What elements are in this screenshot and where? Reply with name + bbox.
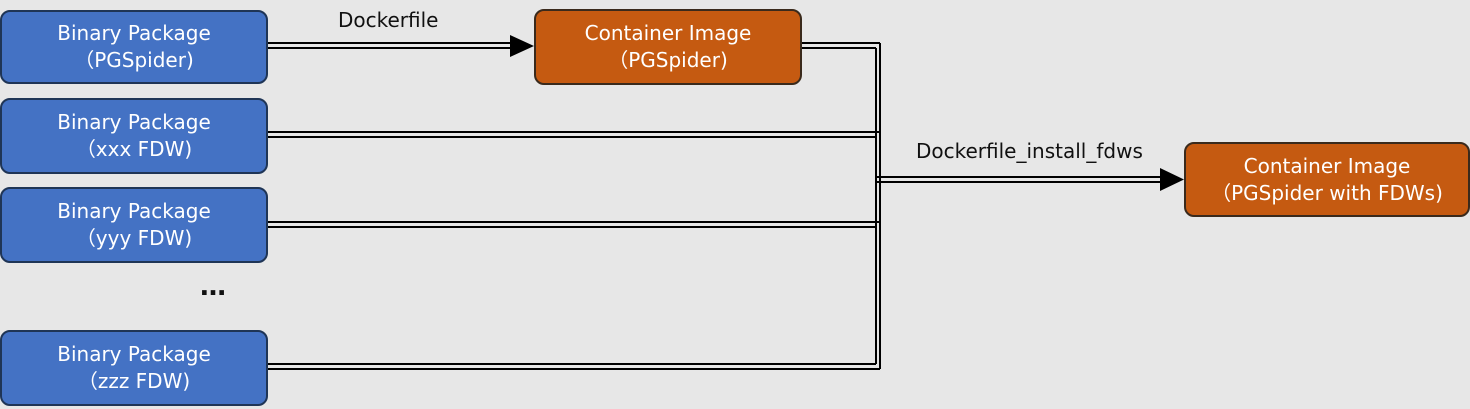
package-xxx-fdw-title: Binary Package bbox=[57, 110, 211, 134]
pgspider-image-connector bbox=[802, 42, 880, 49]
zzz-fdw-connector bbox=[268, 363, 880, 370]
container-image-with-fdws: Container Image （PGSpider with FDWs) bbox=[1184, 142, 1470, 217]
package-zzz-fdw-title: Binary Package bbox=[57, 342, 211, 366]
container-image-pgspider: Container Image （PGSpider) bbox=[534, 9, 802, 85]
package-xxx-fdw-subtitle: （xxx FDW) bbox=[75, 137, 193, 161]
package-yyy-fdw-title: Binary Package bbox=[57, 199, 211, 223]
yyy-fdw-connector bbox=[268, 221, 880, 228]
package-zzz-fdw-subtitle: （zzz FDW) bbox=[77, 369, 191, 393]
package-pgspider: Binary Package （PGSpider) bbox=[0, 10, 268, 84]
install-fdws-arrow bbox=[876, 168, 1184, 191]
container-image-with-fdws-subtitle: （PGSpider with FDWs) bbox=[1211, 180, 1443, 205]
package-pgspider-subtitle: （PGSpider) bbox=[74, 48, 194, 72]
package-zzz-fdw: Binary Package （zzz FDW) bbox=[0, 330, 268, 406]
package-xxx-fdw: Binary Package （xxx FDW) bbox=[0, 98, 268, 174]
package-yyy-fdw-subtitle: （yyy FDW) bbox=[75, 226, 193, 250]
container-image-pgspider-subtitle: （PGSpider) bbox=[608, 48, 728, 72]
merge-bus bbox=[875, 43, 881, 369]
dockerfile-arrow bbox=[268, 35, 534, 57]
xxx-fdw-connector bbox=[268, 131, 880, 138]
install-fdws-label: Dockerfile_install_fdws bbox=[916, 139, 1143, 163]
more-packages-ellipsis: … bbox=[200, 272, 228, 302]
container-image-pgspider-title: Container Image bbox=[584, 21, 752, 45]
package-yyy-fdw: Binary Package （yyy FDW) bbox=[0, 187, 268, 263]
container-image-with-fdws-title: Container Image bbox=[1243, 153, 1411, 178]
package-pgspider-title: Binary Package bbox=[57, 21, 211, 45]
dockerfile-label: Dockerfile bbox=[338, 8, 439, 32]
